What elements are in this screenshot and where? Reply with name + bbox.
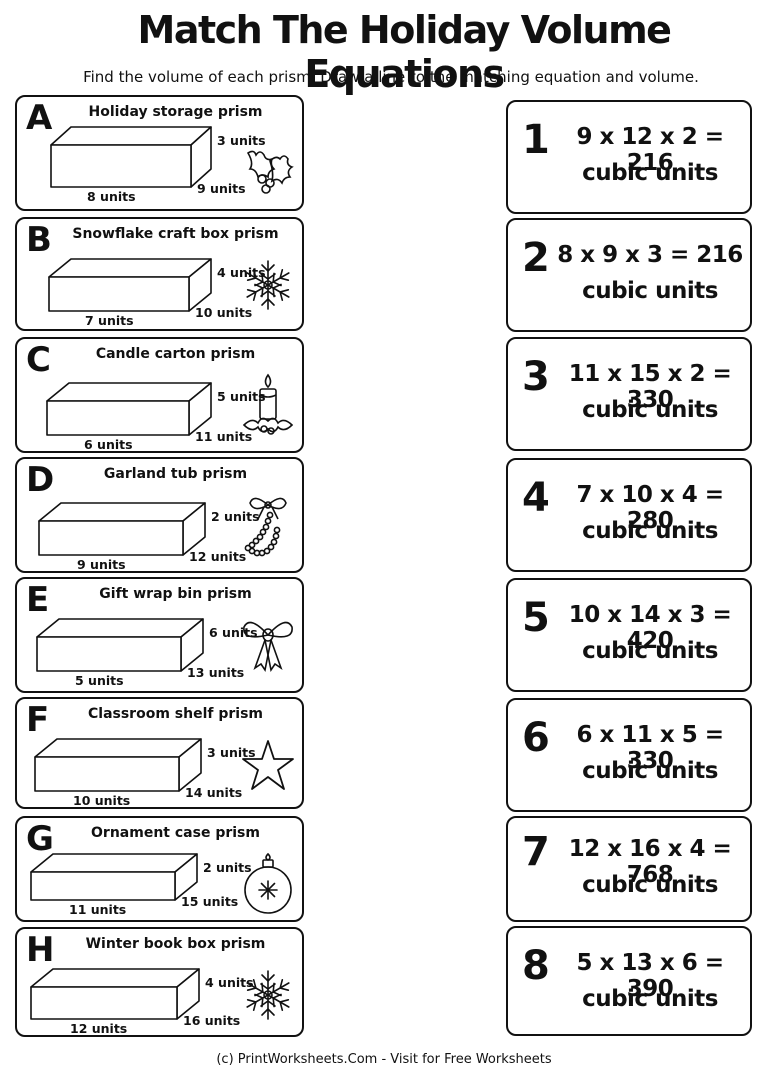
prism-height-label: 3 units bbox=[217, 133, 266, 148]
prism-height-label: 2 units bbox=[211, 509, 260, 524]
prism-letter: E bbox=[26, 580, 50, 620]
prism-drawing bbox=[30, 853, 198, 901]
prism-letter: H bbox=[26, 930, 55, 970]
equation-text: 10 x 14 x 3 = 420 bbox=[568, 602, 732, 654]
equation-number: 7 bbox=[522, 829, 550, 875]
prism-title: Candle carton prism bbox=[95, 346, 256, 362]
equation-text: 9 x 12 x 2 = 216 bbox=[576, 124, 725, 176]
prism-depth-label: 11 units bbox=[195, 429, 253, 444]
prism-letter: F bbox=[26, 700, 50, 740]
holly-icon bbox=[240, 131, 296, 195]
prism-drawing bbox=[34, 738, 202, 792]
prism-title: Gift wrap bin prism bbox=[99, 586, 252, 602]
volume-units: cubic units bbox=[582, 638, 718, 664]
volume-units: cubic units bbox=[582, 518, 718, 544]
equation-card-5[interactable]: 5 10 x 14 x 3 = 420 cubic units bbox=[506, 578, 752, 692]
volume-units: cubic units bbox=[582, 160, 718, 186]
ornament-icon bbox=[240, 852, 296, 916]
prism-depth-label: 14 units bbox=[185, 785, 243, 800]
equation-text: 8 x 9 x 3 = 216 bbox=[557, 242, 743, 268]
prism-depth-label: 10 units bbox=[195, 305, 253, 320]
prism-height-label: 4 units bbox=[205, 975, 254, 990]
prism-height-label: 3 units bbox=[207, 745, 256, 760]
equation-card-4[interactable]: 4 7 x 10 x 4 = 280 cubic units bbox=[506, 458, 752, 572]
prism-card-a[interactable]: A Holiday storage prism 3 units 9 units … bbox=[15, 95, 304, 211]
equation-card-7[interactable]: 7 12 x 16 x 4 = 768 cubic units bbox=[506, 816, 752, 922]
page-title: Match The Holiday Volume Equations bbox=[137, 8, 672, 96]
equation-number: 8 bbox=[522, 943, 550, 989]
equation-text: 11 x 15 x 2 = 330 bbox=[568, 361, 732, 413]
equation-number: 3 bbox=[522, 354, 550, 400]
bow-icon bbox=[240, 613, 296, 677]
prism-letter: C bbox=[26, 340, 51, 380]
prism-card-h[interactable]: H Winter book box prism 4 units 16 units… bbox=[15, 927, 304, 1037]
prism-title: Winter book box prism bbox=[85, 936, 266, 952]
prism-drawing bbox=[46, 382, 212, 436]
prism-length-label: 9 units bbox=[77, 557, 126, 572]
volume-units: cubic units bbox=[582, 278, 718, 304]
prism-length-label: 10 units bbox=[73, 793, 131, 808]
prism-card-g[interactable]: G Ornament case prism 2 units 15 units 1… bbox=[15, 816, 304, 922]
prism-length-label: 7 units bbox=[85, 313, 134, 328]
prism-depth-label: 12 units bbox=[189, 549, 247, 564]
prism-length-label: 6 units bbox=[84, 437, 133, 452]
volume-units: cubic units bbox=[582, 758, 718, 784]
prism-title: Ornament case prism bbox=[91, 825, 260, 841]
prism-drawing bbox=[50, 126, 212, 188]
prism-height-label: 6 units bbox=[209, 625, 258, 640]
prism-card-f[interactable]: F Classroom shelf prism 3 units 14 units… bbox=[15, 697, 304, 809]
prism-drawing bbox=[36, 618, 204, 672]
prism-letter: B bbox=[26, 220, 52, 260]
equation-card-2[interactable]: 2 8 x 9 x 3 = 216 cubic units bbox=[506, 218, 752, 332]
prism-depth-label: 9 units bbox=[197, 181, 246, 196]
equation-card-3[interactable]: 3 11 x 15 x 2 = 330 cubic units bbox=[506, 337, 752, 451]
prism-depth-label: 13 units bbox=[187, 665, 245, 680]
equation-number: 1 bbox=[522, 117, 550, 163]
prism-drawing bbox=[30, 968, 200, 1020]
prism-letter: G bbox=[26, 819, 54, 859]
prism-depth-label: 15 units bbox=[181, 894, 239, 909]
prism-height-label: 5 units bbox=[217, 389, 266, 404]
volume-units: cubic units bbox=[582, 397, 718, 423]
star-icon bbox=[240, 733, 296, 797]
prism-title: Holiday storage prism bbox=[88, 104, 263, 120]
prism-length-label: 12 units bbox=[70, 1021, 128, 1036]
prism-card-e[interactable]: E Gift wrap bin prism 6 units 13 units 5… bbox=[15, 577, 304, 693]
footer: (c) PrintWorksheets.Com - Visit for Free… bbox=[216, 1052, 552, 1067]
equation-text: 12 x 16 x 4 = 768 bbox=[568, 836, 732, 888]
prism-length-label: 5 units bbox=[75, 673, 124, 688]
volume-units: cubic units bbox=[582, 986, 718, 1012]
volume-units: cubic units bbox=[582, 872, 718, 898]
equation-card-1[interactable]: 1 9 x 12 x 2 = 216 cubic units bbox=[506, 100, 752, 214]
prism-drawing bbox=[48, 258, 212, 312]
equation-number: 4 bbox=[522, 475, 550, 521]
prism-letter: D bbox=[26, 460, 55, 500]
prism-title: Classroom shelf prism bbox=[88, 706, 263, 722]
prism-length-label: 11 units bbox=[69, 902, 127, 917]
prism-depth-label: 16 units bbox=[183, 1013, 241, 1028]
prism-height-label: 2 units bbox=[203, 860, 252, 875]
prism-length-label: 8 units bbox=[87, 189, 136, 204]
prism-title: Garland tub prism bbox=[103, 466, 248, 482]
prism-card-b[interactable]: B Snowflake craft box prism 4 units 10 u… bbox=[15, 217, 304, 331]
equation-text: 7 x 10 x 4 = 280 bbox=[576, 482, 725, 534]
equation-text: 6 x 11 x 5 = 330 bbox=[576, 722, 725, 774]
prism-drawing bbox=[38, 502, 206, 556]
snowflake-icon bbox=[240, 963, 296, 1027]
garland-icon bbox=[240, 493, 296, 557]
equation-number: 6 bbox=[522, 715, 550, 761]
snowflake-icon bbox=[240, 253, 296, 317]
equation-card-8[interactable]: 8 5 x 13 x 6 = 390 cubic units bbox=[506, 926, 752, 1036]
equation-number: 2 bbox=[522, 235, 550, 281]
prism-letter: A bbox=[26, 98, 53, 138]
prism-title: Snowflake craft box prism bbox=[72, 226, 279, 242]
instructions: Find the volume of each prism. Draw a li… bbox=[83, 68, 699, 86]
equation-card-6[interactable]: 6 6 x 11 x 5 = 330 cubic units bbox=[506, 698, 752, 812]
equation-number: 5 bbox=[522, 595, 550, 641]
candle-icon bbox=[240, 373, 296, 437]
equation-text: 5 x 13 x 6 = 390 bbox=[576, 950, 725, 1002]
prism-card-c[interactable]: C Candle carton prism 5 units 11 units 6… bbox=[15, 337, 304, 453]
prism-card-d[interactable]: D Garland tub prism 2 units 12 units 9 u… bbox=[15, 457, 304, 573]
